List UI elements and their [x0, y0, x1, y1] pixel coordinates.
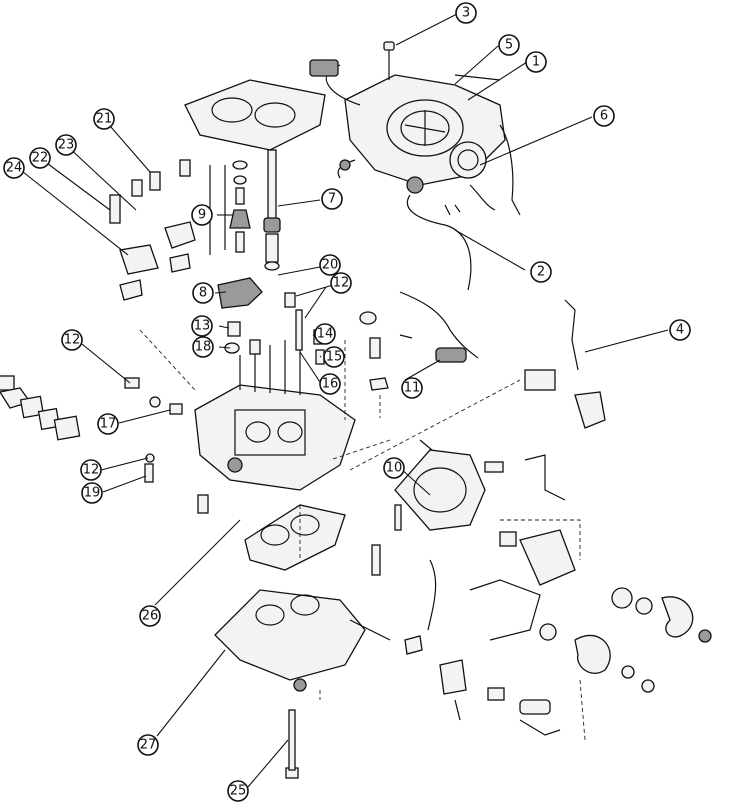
- svg-text:7: 7: [328, 192, 336, 207]
- callout-21: 21: [93, 108, 115, 130]
- svg-text:12: 12: [64, 333, 81, 348]
- callout-8: 8: [192, 282, 214, 304]
- left-gaskets: [0, 375, 81, 441]
- parts: [0, 41, 712, 779]
- svg-text:21: 21: [96, 112, 113, 127]
- svg-text:16: 16: [322, 377, 339, 392]
- callout-6: 6: [593, 105, 615, 127]
- svg-text:20: 20: [322, 258, 339, 273]
- svg-text:15: 15: [326, 350, 343, 365]
- callout-1: 1: [525, 51, 547, 73]
- callout-7: 7: [321, 188, 343, 210]
- callout-22: 22: [29, 147, 51, 169]
- callout-11: 11: [401, 377, 423, 399]
- air-horn-gasket: [184, 79, 326, 151]
- svg-text:22: 22: [32, 151, 49, 166]
- callout-27: 27: [137, 734, 159, 756]
- svg-text:5: 5: [505, 38, 513, 53]
- callout-9: 9: [191, 204, 213, 226]
- svg-text:17: 17: [100, 417, 117, 432]
- svg-text:9: 9: [198, 208, 206, 223]
- svg-text:10: 10: [386, 461, 403, 476]
- callout-14: 14: [314, 323, 336, 345]
- small-parts: [124, 291, 479, 514]
- callout-25: 25: [227, 780, 249, 802]
- svg-text:13: 13: [194, 319, 211, 334]
- callout-20: 20: [319, 254, 341, 276]
- svg-text:12: 12: [333, 276, 350, 291]
- accelerator-pump-parts: [109, 159, 196, 301]
- callout-2: 2: [530, 261, 552, 283]
- svg-text:6: 6: [600, 109, 608, 124]
- jet-stack: [209, 149, 281, 271]
- svg-text:19: 19: [84, 486, 101, 501]
- callout-10: 10: [383, 457, 405, 479]
- callout-4: 4: [669, 319, 691, 341]
- diaphragm-housing: [394, 439, 504, 531]
- callout-12-left: 12: [61, 329, 83, 351]
- svg-text:12: 12: [83, 463, 100, 478]
- svg-text:26: 26: [142, 609, 159, 624]
- callout-23: 23: [55, 134, 77, 156]
- callout-19: 19: [81, 482, 103, 504]
- air-horn-assembly: [309, 59, 521, 291]
- callout-17: 17: [97, 413, 119, 435]
- svg-text:14: 14: [317, 327, 334, 342]
- main-body: [194, 335, 356, 491]
- base-gasket: [244, 504, 346, 571]
- callout-24: 24: [3, 157, 25, 179]
- callouts: 1 2 3 4 5 6 7 8 9 10 11 12 12 12 13 14 1…: [3, 2, 691, 802]
- screw-3: [383, 41, 395, 80]
- assembly-lines: [139, 329, 586, 741]
- leader-lines: [17, 13, 669, 788]
- callout-18: 18: [192, 336, 214, 358]
- callout-15: 15: [323, 346, 345, 368]
- svg-text:23: 23: [58, 138, 75, 153]
- svg-text:1: 1: [532, 55, 540, 70]
- svg-text:11: 11: [404, 381, 421, 396]
- throttle-body: [214, 589, 391, 779]
- svg-text:18: 18: [195, 340, 212, 355]
- svg-text:27: 27: [140, 738, 157, 753]
- throttle-linkage: [371, 299, 712, 736]
- callout-12-bottom: 12: [80, 459, 102, 481]
- callout-5: 5: [498, 34, 520, 56]
- svg-text:24: 24: [6, 161, 23, 176]
- svg-text:4: 4: [676, 323, 684, 338]
- callout-12-top: 12: [330, 272, 352, 294]
- svg-text:25: 25: [230, 784, 247, 799]
- svg-text:2: 2: [537, 265, 545, 280]
- callout-26: 26: [139, 605, 161, 627]
- svg-text:3: 3: [462, 6, 470, 21]
- callout-13: 13: [191, 315, 213, 337]
- callout-3: 3: [455, 2, 477, 24]
- callout-16: 16: [319, 373, 341, 395]
- svg-text:8: 8: [199, 286, 207, 301]
- float: [217, 277, 263, 309]
